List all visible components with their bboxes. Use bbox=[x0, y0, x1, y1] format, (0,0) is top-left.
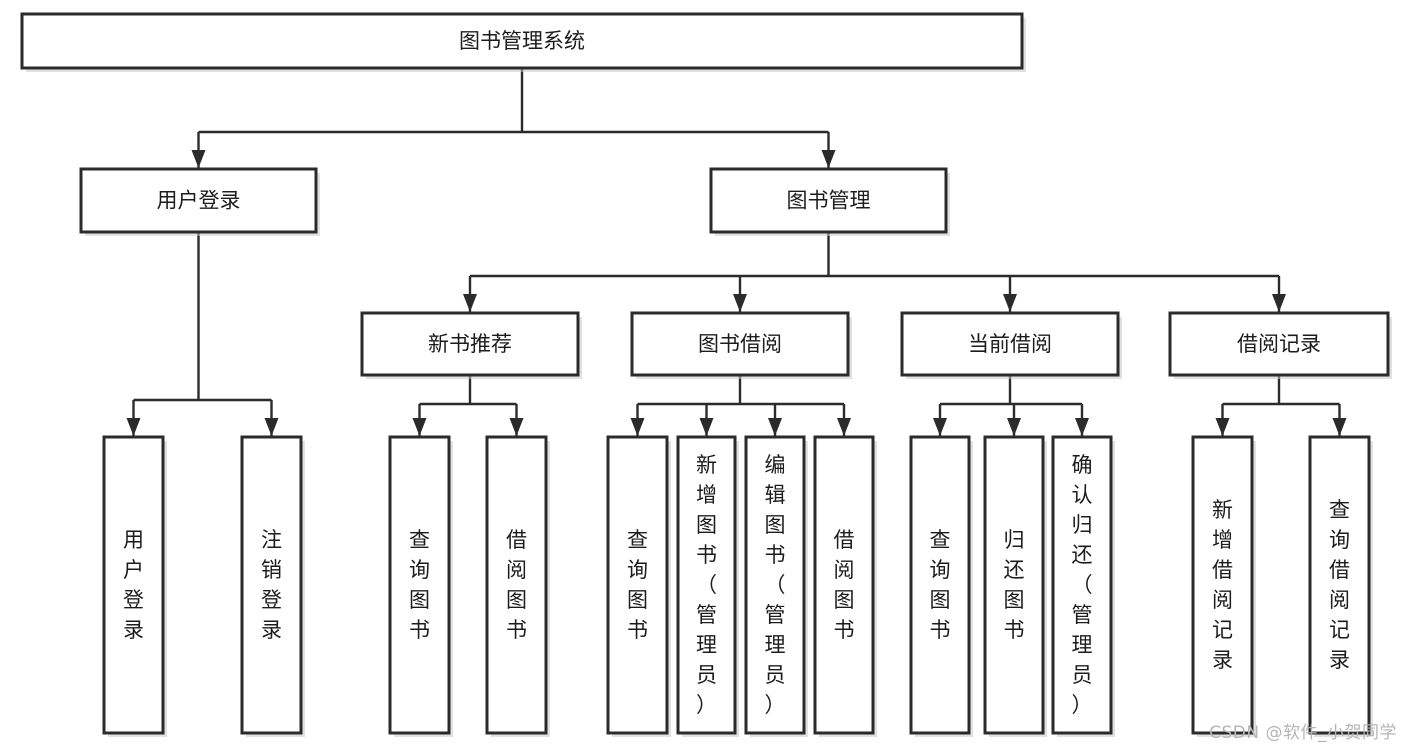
node-label: 查询图书 bbox=[930, 528, 951, 642]
node-box bbox=[102, 435, 165, 735]
node-label: 归还图书 bbox=[1004, 528, 1025, 642]
node-box bbox=[900, 311, 1120, 377]
node-leaf-user-logout[interactable]: 注销登录 bbox=[240, 435, 305, 737]
node-label: 图书管理 bbox=[787, 189, 871, 213]
arrow-head-icon bbox=[699, 418, 714, 436]
node-root[interactable]: 图书管理系统 bbox=[20, 12, 1026, 72]
node-box bbox=[744, 435, 806, 735]
arrow-head-icon bbox=[933, 418, 947, 436]
node-label: 用户登录 bbox=[157, 189, 241, 213]
node-label: 借阅记录 bbox=[1237, 332, 1321, 356]
node-label: 新增图书（管理员） bbox=[696, 453, 717, 717]
node-label: 图书管理系统 bbox=[459, 29, 585, 53]
node-box bbox=[1168, 311, 1390, 377]
arrow-head-icon bbox=[509, 418, 524, 436]
arrow-head-icon bbox=[264, 418, 279, 436]
arrow-head-icon bbox=[1272, 294, 1286, 312]
node-book-management[interactable]: 图书管理 bbox=[709, 167, 950, 236]
node-borrow-record[interactable]: 借阅记录 bbox=[1168, 311, 1392, 379]
node-box bbox=[1051, 435, 1113, 735]
node-label: 新书推荐 bbox=[428, 332, 512, 356]
node-box bbox=[983, 435, 1045, 735]
arrow-head-icon bbox=[1003, 294, 1017, 312]
node-label: 编辑图书（管理员） bbox=[765, 453, 786, 717]
node-box bbox=[20, 12, 1024, 70]
connector-group-user-login bbox=[126, 232, 279, 436]
node-box bbox=[676, 435, 737, 735]
node-box bbox=[1191, 435, 1254, 735]
node-label: 确认归还（管理员） bbox=[1072, 453, 1093, 717]
arrow-head-icon bbox=[463, 294, 477, 312]
node-label: 查询图书 bbox=[627, 528, 648, 642]
connector-group-new-book-recommend bbox=[412, 375, 524, 436]
node-box bbox=[240, 435, 303, 735]
connector-layer bbox=[126, 68, 1347, 436]
connector-group-current-borrow bbox=[933, 375, 1089, 436]
node-leaf-edit-book-admin[interactable]: 编辑图书（管理员） bbox=[744, 435, 808, 737]
node-current-borrow[interactable]: 当前借阅 bbox=[900, 311, 1122, 379]
connector-group-book-borrow bbox=[630, 375, 851, 436]
node-leaf-borrow-book-2[interactable]: 借阅图书 bbox=[813, 435, 877, 737]
watermark-text: CSDN @软件_小贺同学 bbox=[1209, 723, 1397, 743]
node-leaf-confirm-return[interactable]: 确认归还（管理员） bbox=[1051, 435, 1115, 737]
node-label: 用户登录 bbox=[123, 528, 144, 642]
node-leaf-borrow-book-1[interactable]: 借阅图书 bbox=[485, 435, 550, 737]
connector-group-borrow-record bbox=[1215, 375, 1347, 436]
node-box bbox=[813, 435, 875, 735]
node-leaf-user-login[interactable]: 用户登录 bbox=[102, 435, 167, 737]
node-label: 注销登录 bbox=[261, 528, 282, 642]
arrow-head-icon bbox=[191, 150, 206, 168]
node-label: 查询借阅记录 bbox=[1329, 498, 1350, 672]
node-new-book-recommend[interactable]: 新书推荐 bbox=[360, 311, 582, 379]
node-label: 查询图书 bbox=[409, 528, 430, 642]
node-layer: 图书管理系统用户登录图书管理新书推荐图书借阅当前借阅借阅记录用户登录注销登录查询… bbox=[20, 12, 1392, 737]
arrow-head-icon bbox=[126, 418, 141, 436]
node-leaf-add-book-admin[interactable]: 新增图书（管理员） bbox=[676, 435, 739, 737]
node-user-login[interactable]: 用户登录 bbox=[79, 167, 320, 236]
connector-group-book-management bbox=[463, 232, 1286, 312]
arrow-head-icon bbox=[630, 418, 645, 436]
node-box bbox=[909, 435, 971, 735]
node-label: 新增借阅记录 bbox=[1212, 498, 1233, 672]
arrow-head-icon bbox=[1332, 418, 1347, 436]
node-leaf-return-book[interactable]: 归还图书 bbox=[983, 435, 1047, 737]
node-leaf-add-record[interactable]: 新增借阅记录 bbox=[1191, 435, 1256, 737]
node-box bbox=[388, 435, 451, 735]
node-box bbox=[606, 435, 669, 735]
node-label: 借阅图书 bbox=[834, 528, 855, 642]
node-label: 图书借阅 bbox=[698, 332, 782, 356]
node-box bbox=[360, 311, 580, 377]
node-label: 当前借阅 bbox=[968, 332, 1052, 356]
arrow-head-icon bbox=[412, 418, 427, 436]
node-leaf-query-book-1[interactable]: 查询图书 bbox=[388, 435, 453, 737]
node-box bbox=[1308, 435, 1371, 735]
arrow-head-icon bbox=[1007, 418, 1021, 436]
node-leaf-query-record[interactable]: 查询借阅记录 bbox=[1308, 435, 1373, 737]
node-leaf-query-book-2[interactable]: 查询图书 bbox=[606, 435, 671, 737]
node-box bbox=[79, 167, 318, 234]
arrow-head-icon bbox=[733, 294, 747, 312]
node-box bbox=[485, 435, 548, 735]
connector-group-root bbox=[191, 68, 836, 168]
arrow-head-icon bbox=[1215, 418, 1230, 436]
node-box bbox=[709, 167, 948, 234]
arrow-head-icon bbox=[1075, 418, 1089, 436]
arrow-head-icon bbox=[768, 418, 782, 436]
node-leaf-query-book-3[interactable]: 查询图书 bbox=[909, 435, 973, 737]
node-label: 借阅图书 bbox=[506, 528, 527, 642]
node-box bbox=[630, 311, 850, 377]
node-book-borrow[interactable]: 图书借阅 bbox=[630, 311, 852, 379]
arrow-head-icon bbox=[821, 150, 836, 168]
arrow-head-icon bbox=[837, 418, 851, 436]
